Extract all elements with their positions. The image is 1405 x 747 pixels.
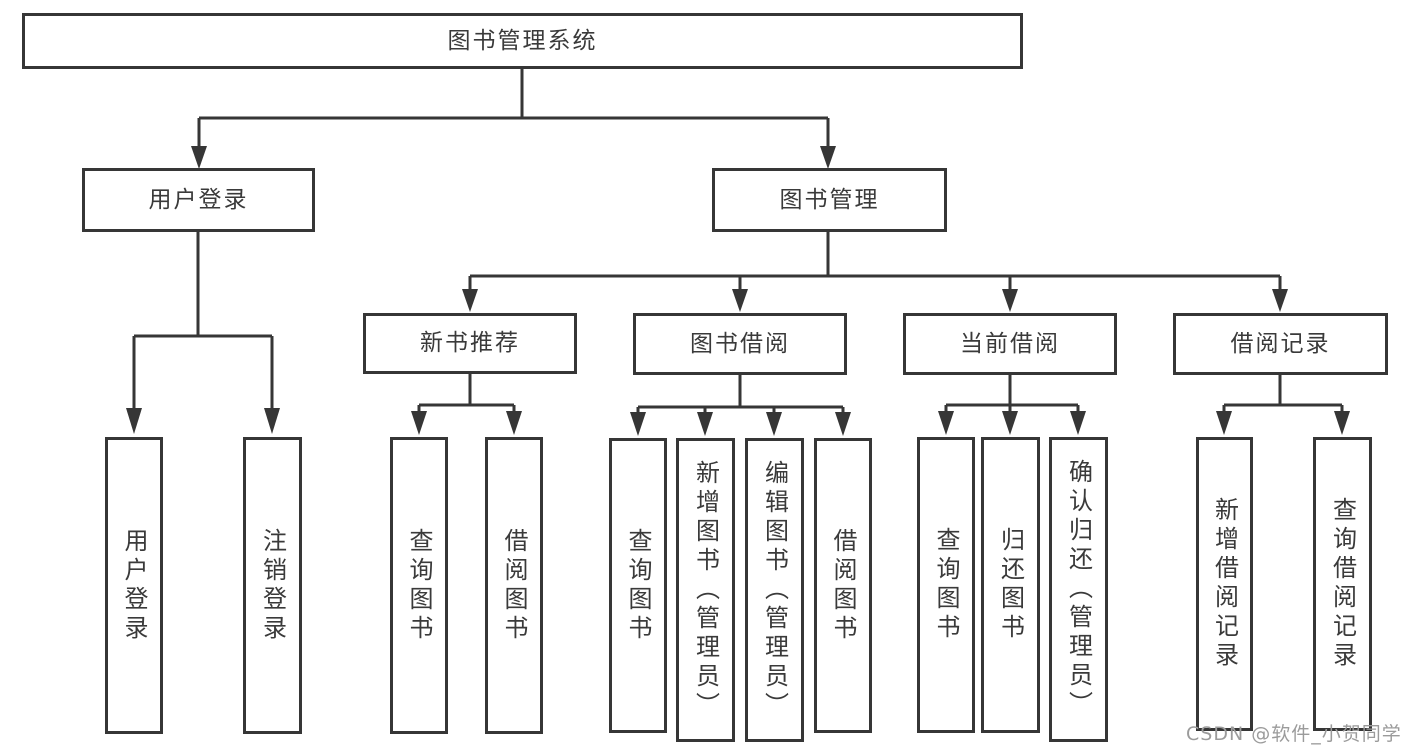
node-user-login: 用户登录: [82, 168, 315, 232]
arrowhead: [938, 411, 954, 435]
leaf-logout: 注销登录: [243, 437, 302, 734]
leaf-query-books: 查询图书: [390, 437, 448, 734]
csdn-watermark: CSDN @软件_小贺同学: [1186, 723, 1402, 745]
node-new-book-recommend: 新书推荐: [363, 313, 577, 374]
connector-records-to-leaves: [1222, 375, 1344, 412]
node-current-borrowing: 当前借阅: [903, 313, 1117, 375]
node-book-borrowing: 图书借阅: [633, 313, 847, 375]
arrowhead: [1002, 411, 1018, 435]
arrowhead: [191, 146, 207, 169]
arrowhead: [506, 411, 522, 435]
connector-userlogin-to-leaves: [132, 232, 274, 409]
leaf-confirm-return-admin: 确认归还（管理员）: [1049, 437, 1108, 742]
leaf-query-borrow-record: 查询借阅记录: [1313, 437, 1372, 731]
leaf-borrow-books-2: 借阅图书: [814, 438, 872, 733]
arrowhead: [462, 289, 478, 312]
arrowhead: [1070, 411, 1086, 435]
connector-newbooks-to-leaves: [417, 374, 516, 412]
node-book-management: 图书管理: [712, 168, 947, 232]
leaf-query-books-borrow: 查询图书: [609, 438, 667, 733]
arrowhead: [1334, 411, 1350, 435]
arrowhead: [126, 408, 142, 434]
leaf-borrow-books: 借阅图书: [485, 437, 543, 734]
leaf-add-borrow-record: 新增借阅记录: [1196, 437, 1253, 731]
arrowhead: [1272, 289, 1288, 312]
arrowheads: [126, 146, 1350, 436]
leaf-return-books: 归还图书: [981, 437, 1040, 733]
node-borrow-records: 借阅记录: [1173, 313, 1388, 375]
arrowhead: [697, 412, 713, 436]
arrowhead: [732, 289, 748, 312]
connector-borrow-to-leaves: [636, 375, 845, 413]
node-library-management-system: 图书管理系统: [22, 13, 1023, 69]
leaf-user-login: 用户登录: [105, 437, 163, 734]
arrowhead: [1002, 289, 1018, 312]
connector-lines: [132, 69, 1344, 413]
leaf-add-books-admin: 新增图书（管理员）: [676, 438, 735, 742]
arrowhead: [766, 412, 782, 436]
arrowhead: [264, 408, 280, 434]
connector-root-to-level2: [197, 69, 830, 147]
arrowhead: [1216, 411, 1232, 435]
connector-current-to-leaves: [944, 375, 1080, 412]
leaf-query-books-current: 查询图书: [917, 437, 975, 733]
arrowhead: [820, 146, 836, 169]
connector-bookmgmt-to-level3: [468, 232, 1282, 290]
arrowhead: [835, 412, 851, 436]
arrowhead: [411, 411, 427, 435]
arrowhead: [630, 412, 646, 436]
leaf-edit-books-admin: 编辑图书（管理员）: [745, 438, 804, 742]
